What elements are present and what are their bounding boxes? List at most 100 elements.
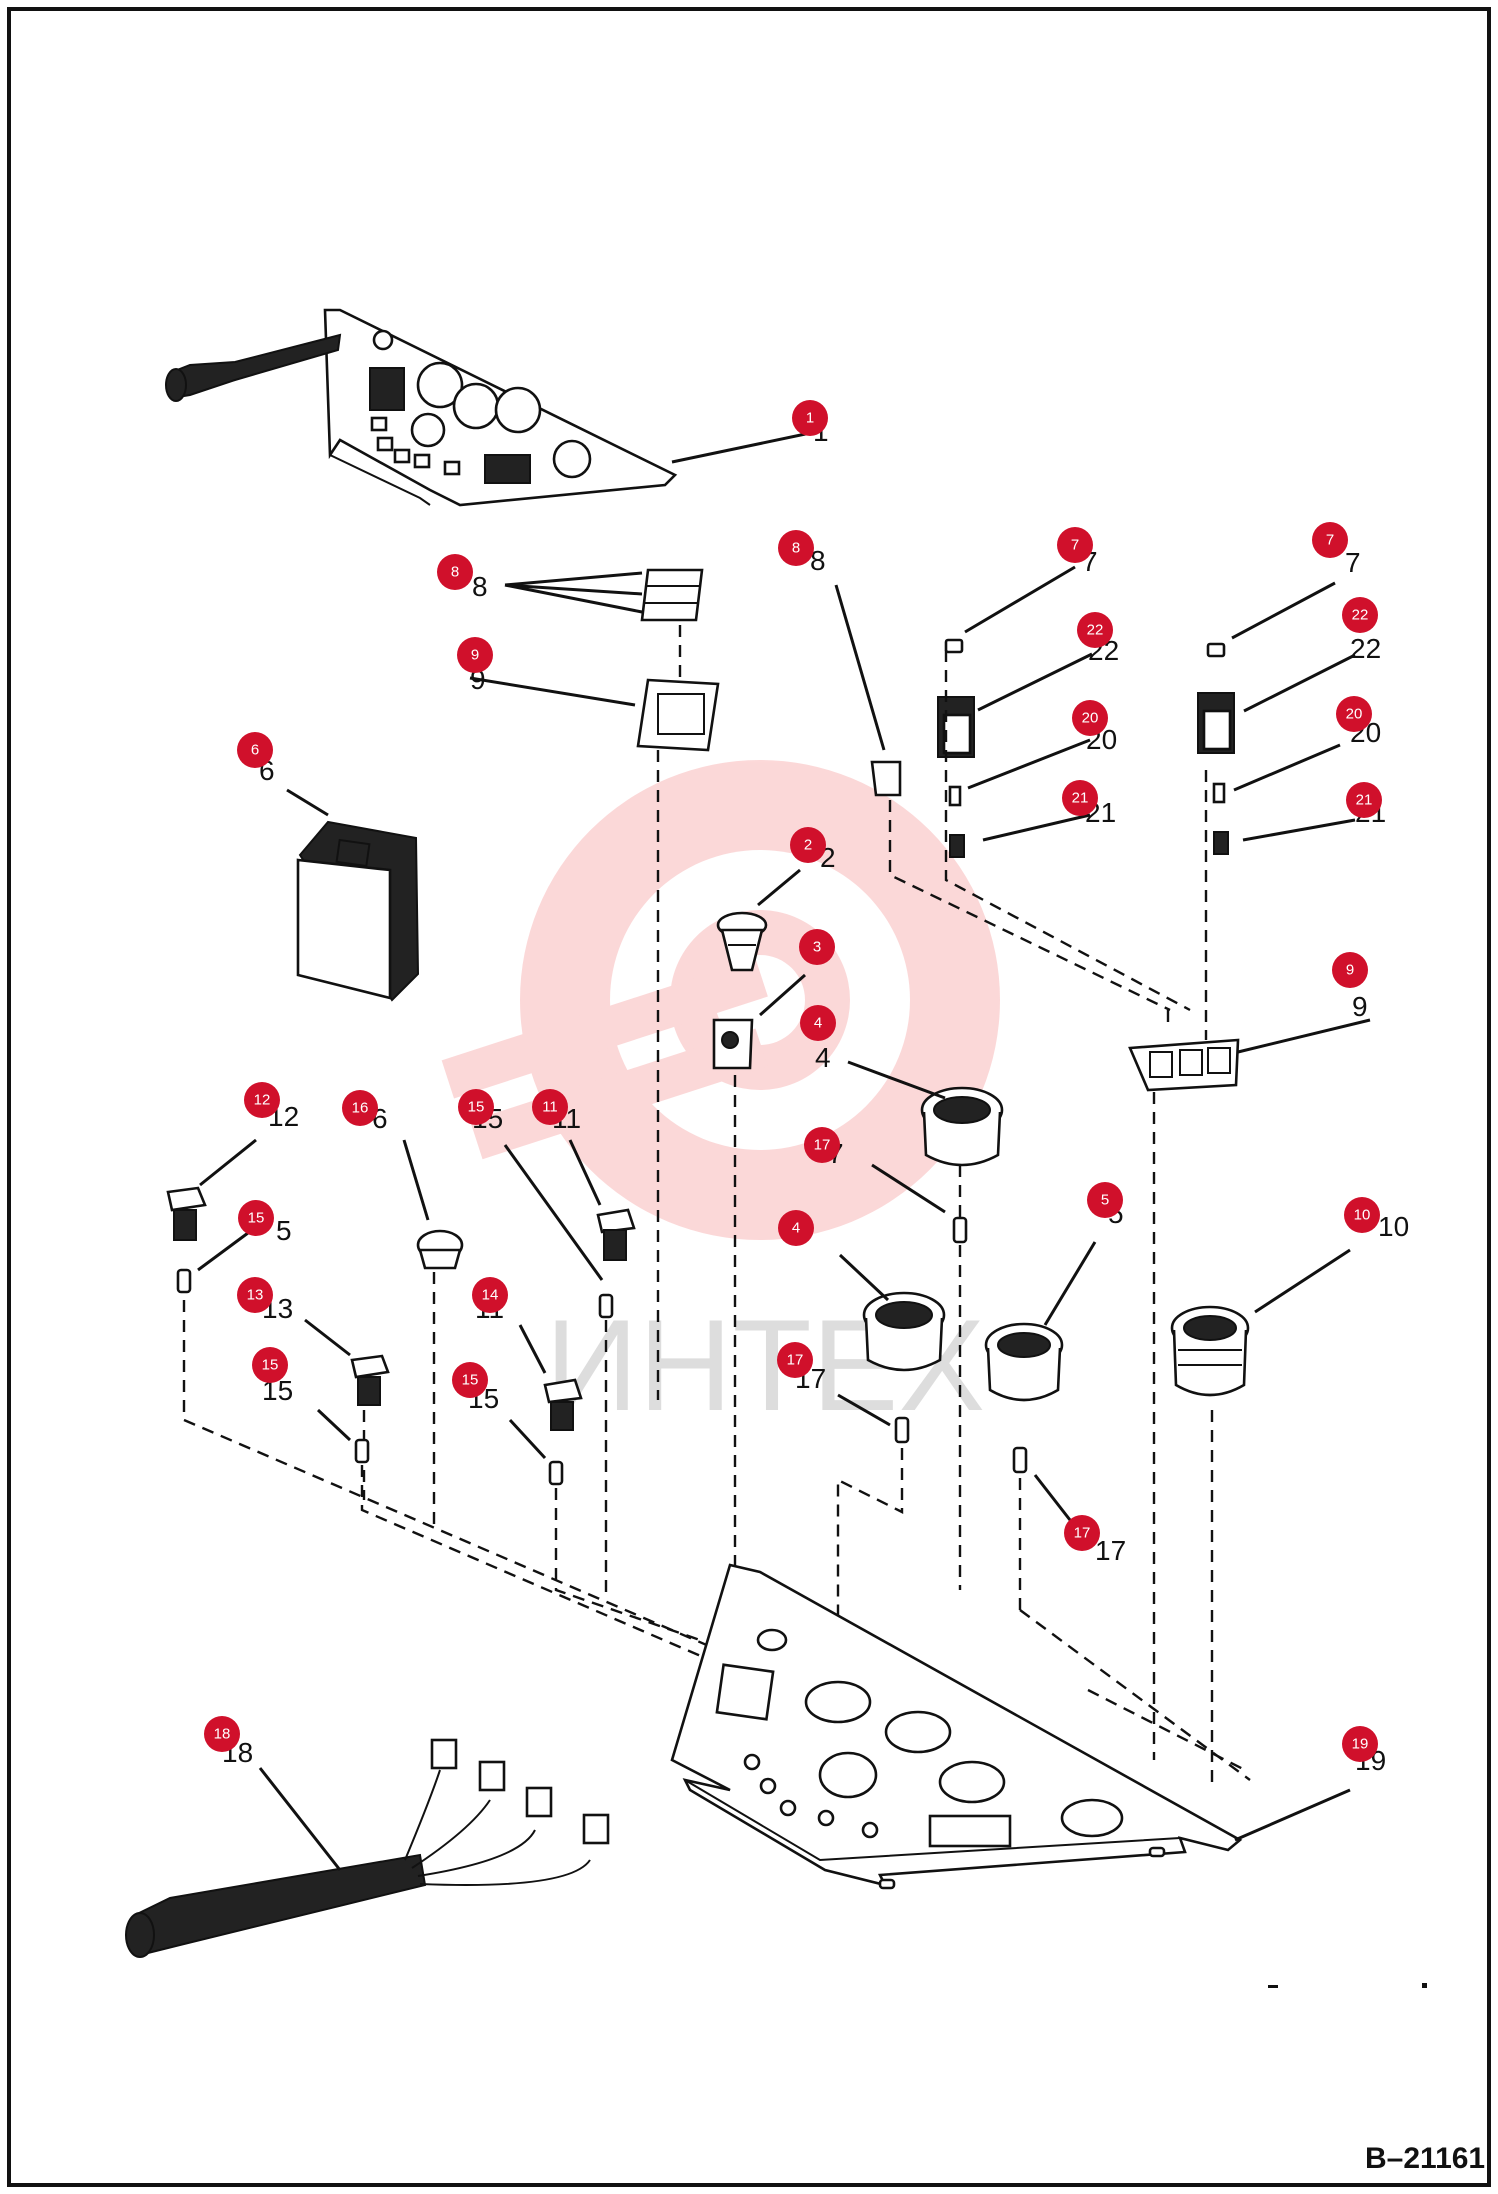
watermark-logo xyxy=(441,760,1000,1240)
callout-bubble: 4 xyxy=(778,1210,814,1246)
callout-bubble: 8 xyxy=(778,530,814,566)
callout-label: 22 xyxy=(1352,607,1369,624)
callout-circle xyxy=(437,554,473,590)
callout-bubble: 22 xyxy=(1077,612,1113,648)
callout-bubble: 13 xyxy=(237,1277,273,1313)
part-4-gauge-lower xyxy=(838,1253,946,1372)
callout-label: 15 xyxy=(462,1372,479,1389)
callout-circle xyxy=(790,827,826,863)
callout-label: 7 xyxy=(1326,532,1334,549)
callout-bubble: 9 xyxy=(1332,952,1368,988)
callout-bubble: 4 xyxy=(800,1005,836,1041)
callout-circle xyxy=(799,929,835,965)
part-8-bezel-set xyxy=(504,568,704,680)
part-2-knob xyxy=(716,868,801,972)
item-number-label: 8 xyxy=(472,571,488,602)
callout-circle xyxy=(238,1200,274,1236)
callout-bubble: 5 xyxy=(1087,1182,1123,1218)
part-5-gauge xyxy=(984,1241,1097,1402)
callout-label: 10 xyxy=(1354,1207,1371,1224)
callout-label: 9 xyxy=(471,647,479,664)
callout-label: 1 xyxy=(806,410,814,427)
callout-label: 17 xyxy=(814,1137,831,1154)
switch-stack-left xyxy=(937,565,1191,1012)
callout-bubble: 12 xyxy=(244,1082,280,1118)
callout-circle xyxy=(778,530,814,566)
callout-circle xyxy=(778,1210,814,1246)
callout-label: 21 xyxy=(1356,792,1373,809)
item-number-label: 5 xyxy=(276,1215,292,1246)
callout-bubble: 9 xyxy=(457,637,493,673)
callout-bubble: 17 xyxy=(804,1127,840,1163)
callout-circle xyxy=(342,1090,378,1126)
callout-bubble: 7 xyxy=(1057,527,1093,563)
part-18-wiring-harness xyxy=(125,1738,610,1958)
item-number-label: 4 xyxy=(815,1042,831,1073)
callout-label: 4 xyxy=(814,1015,822,1032)
part-6-control-module xyxy=(286,788,420,1002)
callout-circle xyxy=(1077,612,1113,648)
part-19-base-plate xyxy=(670,1010,1351,1890)
item-number-label: 22 xyxy=(1350,633,1381,664)
callout-circle xyxy=(472,1277,508,1313)
callout-label: 20 xyxy=(1346,706,1363,723)
item-number-label: 9 xyxy=(1352,991,1368,1022)
callout-label: 6 xyxy=(251,742,259,759)
item-number-label: 7 xyxy=(1345,547,1361,578)
figure-id: B–21161 xyxy=(1365,2142,1485,2175)
dot-mark xyxy=(1422,1983,1427,1988)
callout-label: 3 xyxy=(813,939,821,956)
callout-circle xyxy=(457,637,493,673)
callout-circle xyxy=(1342,1726,1378,1762)
part-3-key-switch xyxy=(712,973,806,1570)
callout-label: 15 xyxy=(248,1210,265,1227)
callout-circle xyxy=(804,1127,840,1163)
part-17-bulb-lower xyxy=(1012,1446,1072,1610)
callout-circle xyxy=(800,1005,836,1041)
callout-circle xyxy=(1344,1197,1380,1233)
callout-label: 22 xyxy=(1087,622,1104,639)
callout-bubble: 15 xyxy=(252,1347,288,1383)
item-number-label: 10 xyxy=(1378,1211,1409,1242)
callout-circle xyxy=(244,1082,280,1118)
callout-label: 13 xyxy=(247,1287,264,1304)
callout-label: 15 xyxy=(468,1099,485,1116)
callout-circle xyxy=(792,400,828,436)
part-1-assembled-panel xyxy=(165,308,816,507)
callout-circle xyxy=(237,732,273,768)
part-12-push-button xyxy=(166,1138,257,1241)
callout-bubble: 8 xyxy=(437,554,473,590)
part-17-bulb-middle xyxy=(836,1393,910,1640)
callout-bubble: 17 xyxy=(1064,1515,1100,1551)
callout-bubble: 1 xyxy=(792,400,828,436)
callout-circle xyxy=(452,1362,488,1398)
callout-circle xyxy=(1087,1182,1123,1218)
part-14-push-button xyxy=(518,1324,583,1431)
callout-circle xyxy=(532,1089,568,1125)
callout-label: 4 xyxy=(792,1220,800,1237)
callout-label: 18 xyxy=(214,1726,231,1743)
callout-label: 19 xyxy=(1352,1736,1369,1753)
part-15-bulb-c xyxy=(316,1408,711,1662)
callout-circle xyxy=(1057,527,1093,563)
callout-bubble: 21 xyxy=(1346,782,1382,818)
callout-circle xyxy=(1064,1515,1100,1551)
callout-bubble: 20 xyxy=(1072,700,1108,736)
item-number-label: 17 xyxy=(1095,1535,1126,1566)
callout-bubble: 6 xyxy=(237,732,273,768)
callout-bubble: 14 xyxy=(472,1277,508,1313)
callout-circle xyxy=(252,1347,288,1383)
part-15-bulb-a xyxy=(176,1228,761,1670)
callout-bubble: 16 xyxy=(342,1090,378,1126)
part-9-mounting-frame-right xyxy=(1128,1018,1371,1760)
part-13-push-button xyxy=(304,1318,390,1500)
part-16-cap xyxy=(402,1139,464,1530)
callout-label: 8 xyxy=(451,564,459,581)
part-9-mounting-frame-left xyxy=(469,676,720,1400)
callout-label: 9 xyxy=(1346,962,1354,979)
callout-bubble: 18 xyxy=(204,1716,240,1752)
callout-bubble: 2 xyxy=(790,827,826,863)
callout-circle xyxy=(1072,700,1108,736)
